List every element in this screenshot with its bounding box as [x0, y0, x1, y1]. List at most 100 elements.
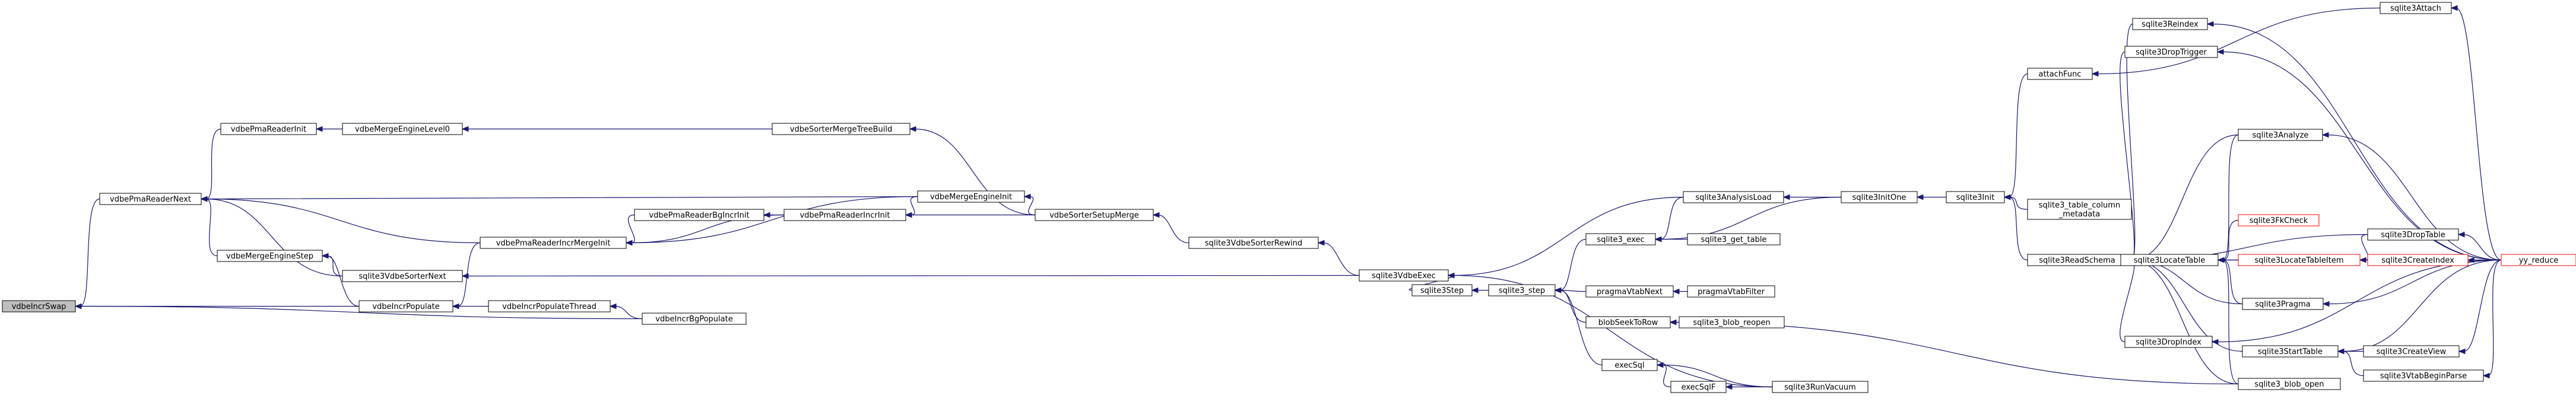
- graph-node[interactable]: vdbeSorterMergeTreeBuild: [772, 123, 911, 135]
- graph-edge: [1661, 364, 1671, 388]
- edge-arrowhead: [461, 126, 469, 132]
- graph-node[interactable]: sqlite3RunVacuum: [1772, 381, 1868, 393]
- graph-edge: [1559, 238, 1587, 291]
- node-label: sqlite3LocateTable: [2134, 256, 2205, 265]
- graph-node[interactable]: sqlite3ReadSchema: [2027, 254, 2127, 266]
- node-box: [1601, 359, 1658, 371]
- graph-node[interactable]: vdbeIncrSwap: [2, 300, 76, 312]
- node-box: [1488, 284, 1556, 296]
- graph-node[interactable]: sqlite3_exec: [1585, 233, 1656, 245]
- graph-node[interactable]: sqlite3AnalysisLoad: [1683, 191, 1784, 203]
- graph-node[interactable]: sqlite3_step: [1488, 284, 1556, 296]
- graph-node[interactable]: sqlite3VdbeExec: [1359, 269, 1449, 282]
- graph-node[interactable]: vdbeIncrPopulate: [359, 300, 453, 312]
- edge-arrowhead: [2003, 194, 2011, 200]
- graph-node[interactable]: sqlite3Step: [1411, 284, 1473, 296]
- graph-node[interactable]: sqlite3DropIndex: [2124, 336, 2213, 348]
- node-box: [2367, 254, 2469, 266]
- node-label: vdbeIncrSwap: [12, 302, 66, 311]
- graph-node[interactable]: sqlite3VdbeSorterNext: [342, 270, 463, 282]
- graph-node[interactable]: sqlite3Pragma: [2242, 298, 2324, 310]
- graph-node[interactable]: attachFunc: [2027, 68, 2093, 80]
- node-label: sqlite3RunVacuum: [1784, 383, 1856, 392]
- node-label: sqlite3LocateTableItem: [2254, 256, 2343, 265]
- graph-edge: [80, 305, 643, 320]
- node-label: vdbePmaReaderInit: [231, 125, 306, 134]
- graph-edge: [2327, 134, 2502, 261]
- graph-node[interactable]: vdbeIncrBgPopulate: [642, 312, 747, 325]
- node-box: [642, 312, 747, 325]
- node-label: sqlite3VdbeExec: [1372, 272, 1436, 280]
- node-box: [2124, 46, 2218, 58]
- graph-node[interactable]: vdbeMergeEngineStep: [217, 250, 323, 262]
- graph-node[interactable]: vdbeMergeEngineInit: [917, 190, 1025, 203]
- edge-arrowhead: [461, 273, 469, 279]
- graph-edge: [1157, 214, 1189, 244]
- graph-edge: [2120, 259, 2135, 343]
- graph-node[interactable]: vdbePmaReaderInit: [220, 123, 317, 135]
- graph-edge: [2009, 73, 2028, 198]
- graph-node[interactable]: execSqlF: [1670, 381, 1727, 393]
- edge-arrowhead: [1656, 362, 1664, 368]
- graph-node[interactable]: blobSeekToRow: [1585, 316, 1671, 329]
- edge-arrowhead: [2458, 348, 2466, 355]
- node-box: [2132, 18, 2208, 30]
- node-box: [1188, 237, 1319, 249]
- graph-node[interactable]: vdbePmaReaderNext: [99, 193, 202, 205]
- graph-node[interactable]: sqlite3CreateIndex: [2367, 254, 2469, 266]
- graph-node[interactable]: sqlite3CreateView: [2363, 345, 2460, 358]
- node-label: sqlite3VdbeSorterNext: [359, 272, 446, 281]
- graph-node[interactable]: pragmaVtabNext: [1585, 285, 1674, 298]
- graph-node[interactable]: sqlite3InitOne: [1841, 191, 1918, 203]
- graph-node[interactable]: pragmaVtabFilter: [1687, 285, 1775, 298]
- node-label: sqlite3Init: [1956, 193, 1994, 202]
- graph-node[interactable]: yy_reduce: [2501, 254, 2576, 266]
- graph-node[interactable]: sqlite3DropTrigger: [2124, 46, 2218, 58]
- node-box: [1687, 233, 1781, 245]
- node-label: vdbeIncrPopulate: [372, 302, 439, 311]
- graph-edge: [2120, 51, 2135, 261]
- graph-node[interactable]: sqlite3Init: [1946, 191, 2005, 203]
- node-label: sqlite3VdbeSorterRewind: [1205, 239, 1302, 248]
- graph-edge: [2222, 259, 2239, 385]
- node-label: sqlite3InitOne: [1852, 193, 1906, 202]
- node-label: sqlite3StartTable: [2258, 347, 2323, 356]
- graph-node[interactable]: sqlite3Reindex: [2132, 18, 2208, 30]
- edge-arrowhead: [2206, 21, 2214, 27]
- node-box: [342, 270, 463, 282]
- graph-edge: [1661, 364, 1773, 388]
- node-box: [2380, 2, 2452, 14]
- graph-node[interactable]: vdbePmaReaderBgIncrInit: [634, 209, 764, 221]
- graph-node[interactable]: sqlite3_table_column_metadata: [2027, 199, 2132, 220]
- node-box: [99, 193, 202, 205]
- graph-node[interactable]: sqlite3FkCheck: [2238, 214, 2320, 227]
- graph-node[interactable]: sqlite3Attach: [2380, 2, 2452, 14]
- edges-layer: [74, 5, 2502, 390]
- node-label: vdbeMergeEngineStep: [226, 252, 313, 261]
- graph-node[interactable]: sqlite3VdbeSorterRewind: [1188, 237, 1319, 249]
- graph-node[interactable]: vdbeSorterSetupMerge: [1035, 209, 1154, 221]
- graph-node[interactable]: sqlite3_blob_open: [2238, 378, 2341, 390]
- graph-node[interactable]: sqlite3DropTable: [2367, 228, 2459, 241]
- graph-node[interactable]: vdbeMergeEngineLevel0: [342, 123, 463, 135]
- graph-node[interactable]: vdbePmaReaderIncrInit: [783, 209, 906, 221]
- graph-node[interactable]: sqlite3LocateTable: [2120, 254, 2219, 266]
- graph-node[interactable]: sqlite3_blob_reopen: [1679, 316, 1785, 329]
- node-box: [1585, 285, 1674, 298]
- graph-node[interactable]: sqlite3Analyze: [2238, 129, 2323, 141]
- graph-node[interactable]: execSql: [1601, 359, 1658, 371]
- edge-arrowhead: [2322, 301, 2330, 307]
- edge-arrowhead: [1317, 240, 1325, 246]
- graph-node[interactable]: vdbePmaReaderIncrMergeInit: [480, 237, 627, 249]
- graph-node[interactable]: sqlite3VtabBeginParse: [2363, 369, 2484, 382]
- graph-node[interactable]: sqlite3StartTable: [2242, 345, 2339, 358]
- graph-node[interactable]: sqlite3LocateTableItem: [2238, 254, 2361, 266]
- node-box: [1687, 285, 1775, 298]
- graph-node[interactable]: sqlite3_get_table: [1687, 233, 1781, 245]
- edge-arrowhead: [2216, 49, 2224, 55]
- graph-edge: [205, 128, 221, 200]
- node-label: sqlite3Attach: [2390, 4, 2441, 13]
- graph-node[interactable]: vdbeIncrPopulateThread: [488, 300, 611, 312]
- node-box: [1585, 233, 1656, 245]
- graph-edge: [1559, 289, 1603, 366]
